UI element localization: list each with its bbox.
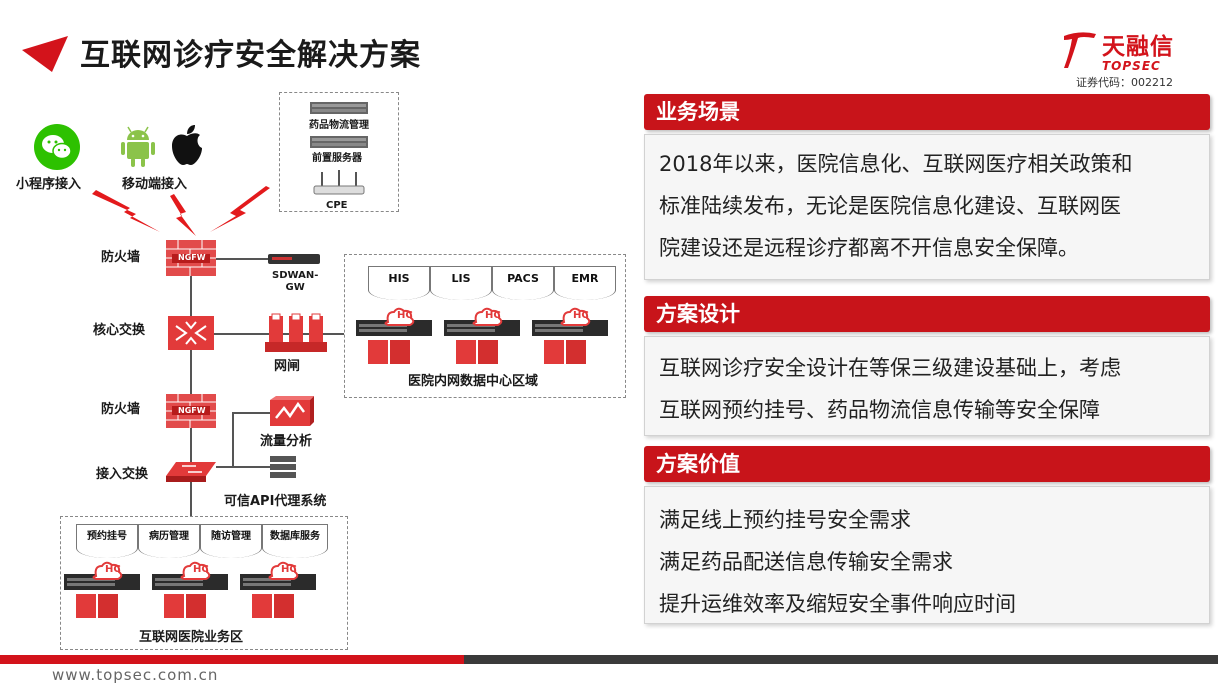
business-zone-title: 互联网医院业务区 bbox=[139, 630, 244, 645]
panel-text-line: 2018年以来，医院信息化、互联网医疗相关政策和 bbox=[659, 152, 1133, 176]
android-icon bbox=[121, 126, 155, 167]
logistics-zone bbox=[279, 92, 399, 212]
hc-label: HC bbox=[397, 310, 413, 321]
ngfw-label: NGFW bbox=[178, 253, 206, 262]
server-icon bbox=[310, 136, 368, 148]
system-tab-pacs: PACS bbox=[492, 266, 554, 300]
system-tab-database: 数据库服务 bbox=[262, 524, 328, 558]
panel-body-design: 互联网诊疗安全设计在等保三级建设基础上，考虑 互联网预约挂号、药品物流信息传输等… bbox=[644, 336, 1210, 436]
gatekeeper-icon bbox=[265, 313, 327, 352]
footer-bar-red bbox=[0, 655, 464, 664]
front-server-label: 前置服务器 bbox=[312, 153, 362, 164]
panel-text-line: 院建设还是远程诊疗都离不开信息安全保障。 bbox=[659, 236, 1079, 260]
hc-server-icon bbox=[532, 307, 608, 364]
mobile-label: 移动端接入 bbox=[122, 177, 188, 192]
gatekeeper-label: 网闸 bbox=[274, 359, 301, 374]
panel-text-line: 提升运维效率及缩短安全事件响应时间 bbox=[659, 592, 1016, 616]
access-switch-icon bbox=[166, 462, 216, 482]
firewall-top-label: 防火墙 bbox=[101, 250, 141, 265]
panel-text-line: 互联网诊疗安全设计在等保三级建设基础上，考虑 bbox=[659, 356, 1121, 380]
drug-logistics-label: 药品物流管理 bbox=[309, 120, 369, 131]
panel-heading-value: 方案价值 bbox=[644, 446, 1210, 482]
hc-label: HC bbox=[105, 564, 121, 575]
core-switch-label: 核心交换 bbox=[93, 323, 146, 338]
topsec-mark-icon bbox=[1064, 32, 1096, 68]
sdwan-device-icon bbox=[268, 254, 320, 264]
ngfw-label: NGFW bbox=[178, 406, 206, 415]
hc-label: HC bbox=[281, 564, 297, 575]
server-icon bbox=[310, 102, 368, 114]
hc-server-icon bbox=[356, 307, 432, 364]
link-line bbox=[216, 258, 268, 260]
footer-url: www.topsec.com.cn bbox=[52, 666, 219, 684]
system-tab-emr: EMR bbox=[554, 266, 616, 300]
panel-text-line: 互联网预约挂号、药品物流信息传输等安全保障 bbox=[659, 398, 1100, 422]
datacenter-zone bbox=[344, 254, 626, 398]
logo-name-en: TOPSEC bbox=[1102, 59, 1161, 73]
footer-bar-dark bbox=[464, 655, 1218, 664]
hc-server-icon bbox=[152, 561, 228, 618]
system-tab-followup: 随访管理 bbox=[200, 524, 262, 558]
server-icon bbox=[270, 456, 296, 478]
system-tab-appointment: 预约挂号 bbox=[76, 524, 138, 558]
firewall-icon bbox=[166, 240, 216, 276]
panel-body-scenario: 2018年以来，医院信息化、互联网医疗相关政策和 标准陆续发布，无论是医院信息化… bbox=[644, 134, 1210, 280]
hc-label: HC bbox=[573, 310, 589, 321]
backbone-line bbox=[190, 275, 192, 485]
sdwan-label: SDWAN- GW bbox=[272, 270, 319, 293]
firewall-bottom-label: 防火墙 bbox=[101, 402, 141, 417]
panel-text-line: 满足线上预约挂号安全需求 bbox=[659, 508, 911, 532]
company-logo: 天融信 TOPSEC 证券代码：002212 bbox=[1058, 26, 1208, 92]
api-proxy-label: 可信API代理系统 bbox=[224, 494, 327, 509]
page-title: 互联网诊疗安全解决方案 bbox=[80, 38, 421, 73]
traffic-analysis-icon bbox=[270, 396, 314, 426]
panel-heading-scenario: 业务场景 bbox=[644, 94, 1210, 130]
hc-server-icon bbox=[444, 307, 520, 364]
firewall-icon bbox=[166, 394, 216, 428]
datacenter-title: 医院内网数据中心区域 bbox=[408, 374, 539, 389]
panel-text-line: 满足药品配送信息传输安全需求 bbox=[659, 550, 953, 574]
backbone-line-lower bbox=[190, 484, 192, 516]
system-tab-his: HIS bbox=[368, 266, 430, 300]
cpe-label: CPE bbox=[326, 200, 348, 211]
router-icon bbox=[313, 170, 365, 195]
miniprogram-label: 小程序接入 bbox=[16, 177, 82, 192]
wechat-icon bbox=[34, 124, 80, 170]
core-switch-icon bbox=[168, 316, 214, 350]
business-zone bbox=[60, 516, 348, 650]
system-tab-lis: LIS bbox=[430, 266, 492, 300]
panel-text-line: 标准陆续发布，无论是医院信息化建设、互联网医 bbox=[659, 194, 1121, 218]
hc-label: HC bbox=[193, 564, 209, 575]
lightning-icon bbox=[92, 186, 270, 236]
title-arrow-icon bbox=[22, 36, 68, 72]
hc-server-icon bbox=[240, 561, 316, 618]
apple-icon bbox=[172, 125, 202, 165]
hc-server-icon bbox=[64, 561, 140, 618]
system-tab-medical-record: 病历管理 bbox=[138, 524, 200, 558]
link-line bbox=[232, 412, 234, 468]
hc-label: HC bbox=[485, 310, 501, 321]
link-line bbox=[232, 412, 270, 414]
logo-name-cn: 天融信 bbox=[1102, 34, 1174, 60]
traffic-analysis-label: 流量分析 bbox=[260, 434, 313, 449]
access-switch-label: 接入交换 bbox=[96, 467, 149, 482]
panel-heading-design: 方案设计 bbox=[644, 296, 1210, 332]
stock-code: 证券代码：002212 bbox=[1076, 76, 1173, 89]
link-line bbox=[216, 466, 270, 468]
panel-body-value: 满足线上预约挂号安全需求 满足药品配送信息传输安全需求 提升运维效率及缩短安全事… bbox=[644, 486, 1210, 624]
